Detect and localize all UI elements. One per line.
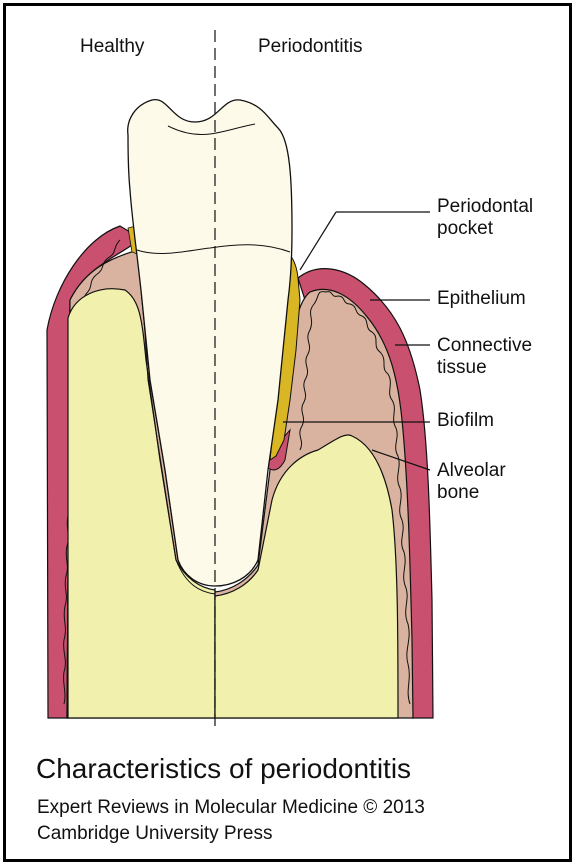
epithelium-label: Epithelium	[437, 288, 526, 310]
periodontal-pocket-label: Periodontal pocket	[437, 196, 573, 240]
caption-source-line2: Cambridge University Press	[37, 823, 272, 845]
healthy-label: Healthy	[80, 36, 144, 58]
connective-tissue-label-line1: Connective	[437, 335, 573, 357]
connective-tissue-label-line2: tissue	[437, 357, 573, 379]
periodontal-pocket-label-line1: Periodontal	[437, 196, 573, 218]
caption-title: Characteristics of periodontitis	[36, 753, 411, 785]
leader-periodontal-pocket	[300, 212, 336, 270]
periodontal-pocket-label-line2: pocket	[437, 218, 573, 240]
alveolar-bone-label: Alveolar bone	[437, 460, 573, 504]
alveolar-bone-label-line1: Alveolar	[437, 460, 573, 482]
periodontitis-label: Periodontitis	[258, 36, 363, 58]
alveolar-bone-label-line2: bone	[437, 482, 573, 504]
caption-source-line1: Expert Reviews in Molecular Medicine © 2…	[37, 797, 425, 819]
biofilm-label: Biofilm	[437, 410, 494, 432]
connective-tissue-label: Connective tissue	[437, 335, 573, 379]
